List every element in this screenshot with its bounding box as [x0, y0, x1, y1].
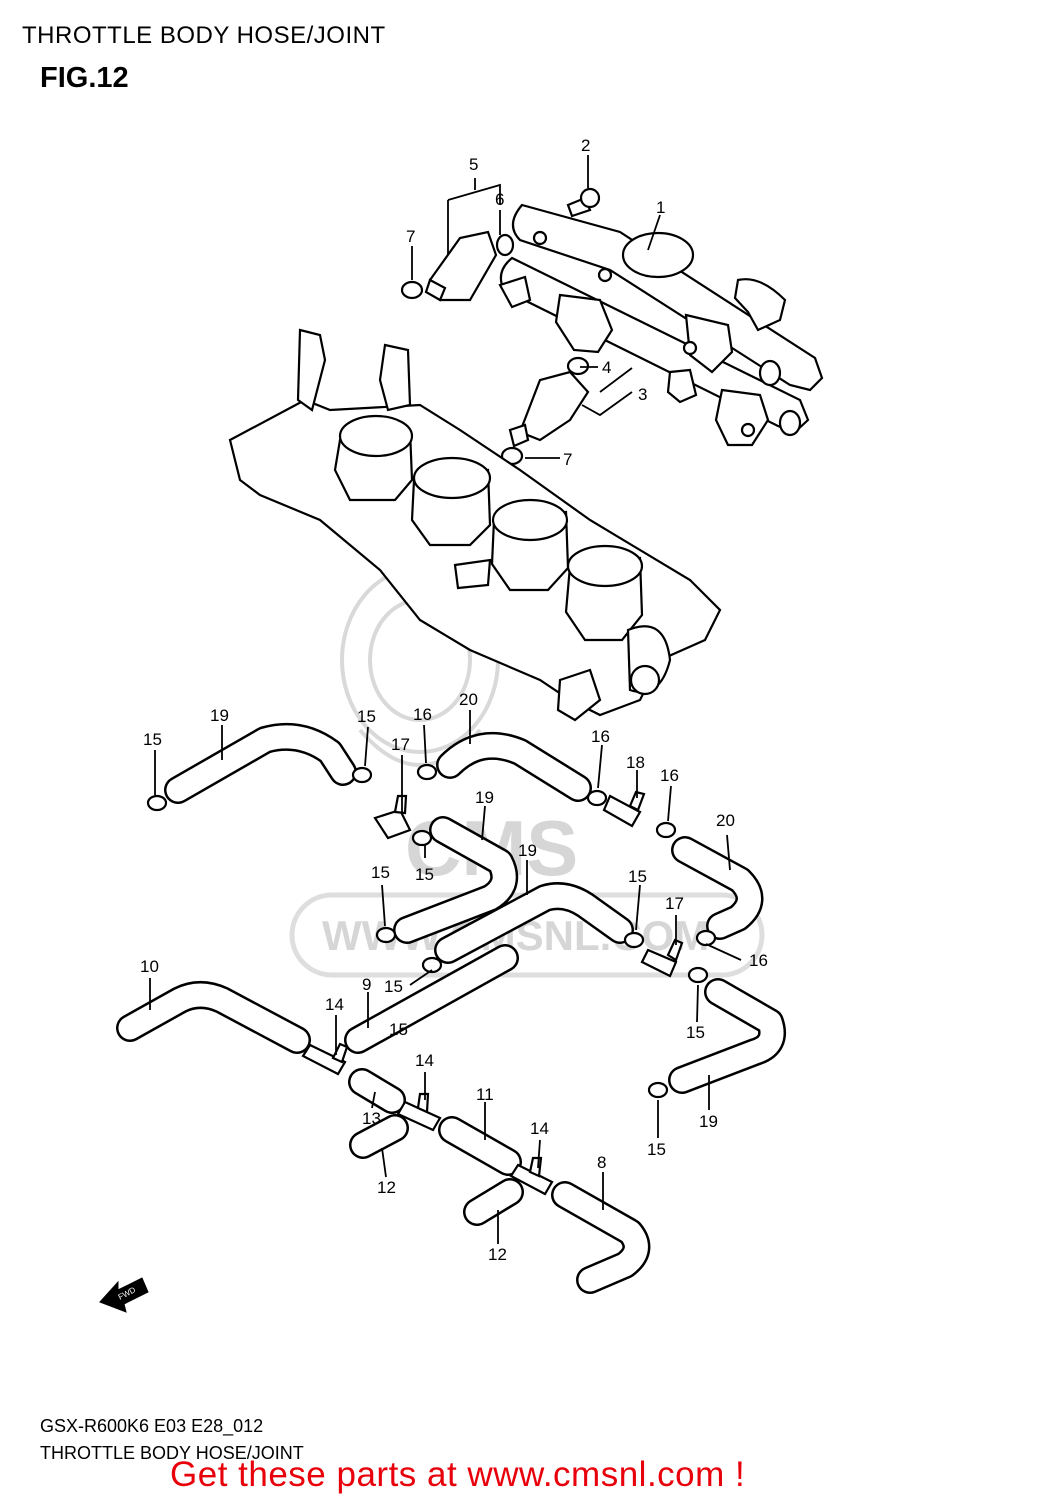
joint-17-lower — [640, 938, 684, 978]
callout-19: 19 — [475, 788, 494, 807]
joint-14-lower — [509, 1156, 554, 1196]
callout-12-lower: 12 — [488, 1245, 507, 1264]
hose-10 — [116, 981, 311, 1054]
callout-6: 6 — [495, 190, 504, 209]
callout-14-upper: 14 — [325, 995, 344, 1014]
clamp — [687, 966, 709, 984]
callout-19: 19 — [210, 706, 229, 725]
callout-8: 8 — [597, 1153, 606, 1172]
callout-17-upper: 17 — [391, 735, 410, 754]
callout-7-lower: 7 — [563, 450, 572, 469]
callout-15: 15 — [647, 1140, 666, 1159]
clamp — [421, 956, 443, 974]
joint-17-upper — [373, 794, 412, 840]
callout-14-lower: 14 — [530, 1119, 549, 1138]
hose-12-lower — [463, 1178, 524, 1226]
forward-arrow-icon: FWD — [99, 1277, 149, 1313]
clamp — [411, 829, 433, 847]
model-code: GSX-R600K6 E03 E28_012 — [40, 1416, 264, 1436]
callout-16: 16 — [660, 766, 679, 785]
callout-15: 15 — [357, 707, 376, 726]
clamp — [375, 926, 397, 944]
hose-9 — [344, 944, 519, 1054]
callout-15: 15 — [628, 867, 647, 886]
callout-9: 9 — [362, 975, 371, 994]
callout-13: 13 — [362, 1109, 381, 1128]
joint-14-upper — [301, 1042, 349, 1076]
injector-lower — [500, 356, 590, 466]
callout-16: 16 — [591, 727, 610, 746]
hose-19-lower-right — [668, 978, 787, 1094]
hose-13 — [348, 1068, 406, 1114]
clamp — [623, 931, 645, 949]
callout-5: 5 — [469, 155, 478, 174]
callout-labels: 1 2 3 4 5 6 7 7 8 9 10 11 12 12 13 14 14… — [140, 136, 768, 1264]
hose-12-upper — [349, 1114, 409, 1159]
clamp — [655, 821, 677, 839]
callout-20: 20 — [716, 811, 735, 830]
callout-19: 19 — [518, 841, 537, 860]
leader-lines — [149, 155, 742, 1244]
callout-16: 16 — [749, 951, 768, 970]
callout-15: 15 — [371, 863, 390, 882]
callout-15: 15 — [143, 730, 162, 749]
clamp — [351, 766, 373, 784]
bolt — [566, 187, 601, 218]
clamp — [586, 789, 608, 807]
callout-2: 2 — [581, 136, 590, 155]
callout-1: 1 — [656, 198, 665, 217]
joint-18 — [602, 790, 646, 828]
callout-20: 20 — [459, 690, 478, 709]
callout-10: 10 — [140, 957, 159, 976]
hose-8 — [551, 1181, 651, 1294]
callout-3: 3 — [638, 385, 647, 404]
clamp — [695, 929, 717, 947]
hose-19-middle-b — [434, 882, 634, 964]
callout-7-upper: 7 — [406, 227, 415, 246]
hose-20-upper — [436, 731, 592, 802]
shop-link-banner[interactable]: Get these parts at www.cmsnl.com ! — [170, 1455, 746, 1494]
fuel-rail-assembly — [498, 203, 824, 447]
throttle-body — [228, 328, 722, 722]
callout-15: 15 — [415, 865, 434, 884]
callout-15: 15 — [389, 1020, 408, 1039]
callout-16: 16 — [413, 705, 432, 724]
clamp — [647, 1081, 669, 1099]
callout-19: 19 — [699, 1112, 718, 1131]
callout-15: 15 — [686, 1023, 705, 1042]
hose-19-middle-a — [393, 816, 519, 944]
injector-upper — [400, 230, 515, 302]
callout-17-lower: 17 — [665, 894, 684, 913]
diagram-caption: THROTTLE BODY HOSE/JOINT — [40, 1443, 304, 1463]
callout-11: 11 — [476, 1085, 494, 1104]
hose-11 — [438, 1116, 522, 1176]
clamp — [146, 794, 168, 812]
figure-number: FIG.12 — [40, 62, 129, 94]
callout-12-upper: 12 — [377, 1178, 396, 1197]
hose-20-right — [671, 836, 764, 940]
hose-19-upper-left — [164, 722, 357, 804]
page-title: THROTTLE BODY HOSE/JOINT — [22, 22, 386, 49]
clamp — [416, 763, 438, 781]
callout-4: 4 — [602, 358, 611, 377]
callout-15: 15 — [384, 977, 403, 996]
callout-18: 18 — [626, 753, 645, 772]
callout-14-middle: 14 — [415, 1051, 434, 1070]
